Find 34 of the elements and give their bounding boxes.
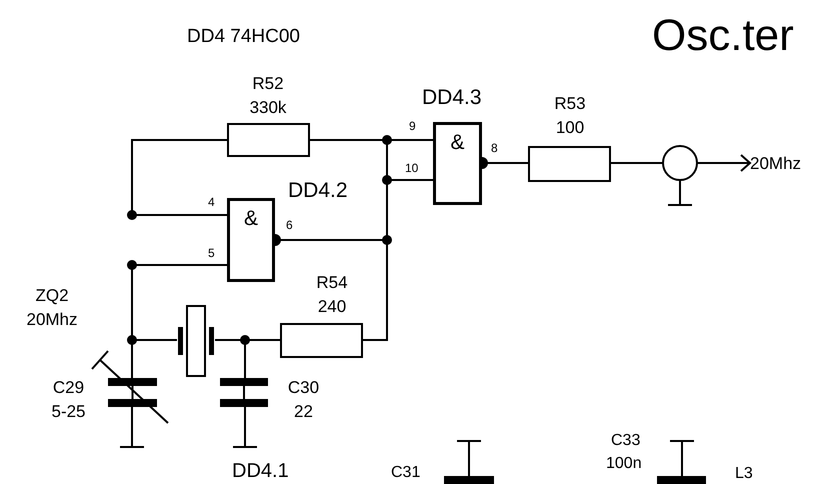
capacitor: [220, 378, 268, 407]
nand-gate: &: [227, 198, 275, 282]
component-label: R54 240: [315, 272, 349, 318]
title: Osc.ter: [652, 12, 794, 60]
part-label: ZQ2 20Mhz: [25, 285, 79, 331]
component-label: DD4.3: [422, 85, 483, 111]
arrow: [698, 154, 751, 172]
resistor: [528, 146, 611, 182]
crystal-resonator: [177, 305, 215, 377]
capacitor: [108, 378, 157, 407]
part-label: L3: [735, 465, 753, 483]
part-label: DD4 74HC00: [187, 27, 300, 48]
part-label: C31: [391, 464, 420, 482]
part-label: C33: [611, 432, 640, 450]
component-label: C29 5-25: [50, 377, 87, 423]
pin-number: 9: [409, 120, 416, 134]
component-label: DD4.2: [288, 178, 349, 204]
part-label: 100n: [606, 455, 642, 473]
component-label: R52 330k: [248, 73, 288, 119]
wire: [611, 162, 662, 164]
pin-number: 8: [491, 142, 498, 156]
pin-number: 4: [208, 196, 215, 210]
wire: [131, 139, 227, 216]
component-label: R53 100: [553, 93, 587, 139]
part-label: DD4.1: [232, 460, 289, 482]
pin-number: 5: [208, 247, 215, 260]
component-label: C30 22: [286, 377, 320, 423]
resistor: [227, 123, 310, 157]
resistor: [280, 323, 363, 358]
pin-number: 6: [286, 219, 293, 232]
output-label: 20Mhz: [750, 155, 810, 173]
nand-gate: &: [433, 122, 482, 205]
pin-number: 10: [405, 162, 418, 176]
coax-connector: [662, 145, 698, 181]
